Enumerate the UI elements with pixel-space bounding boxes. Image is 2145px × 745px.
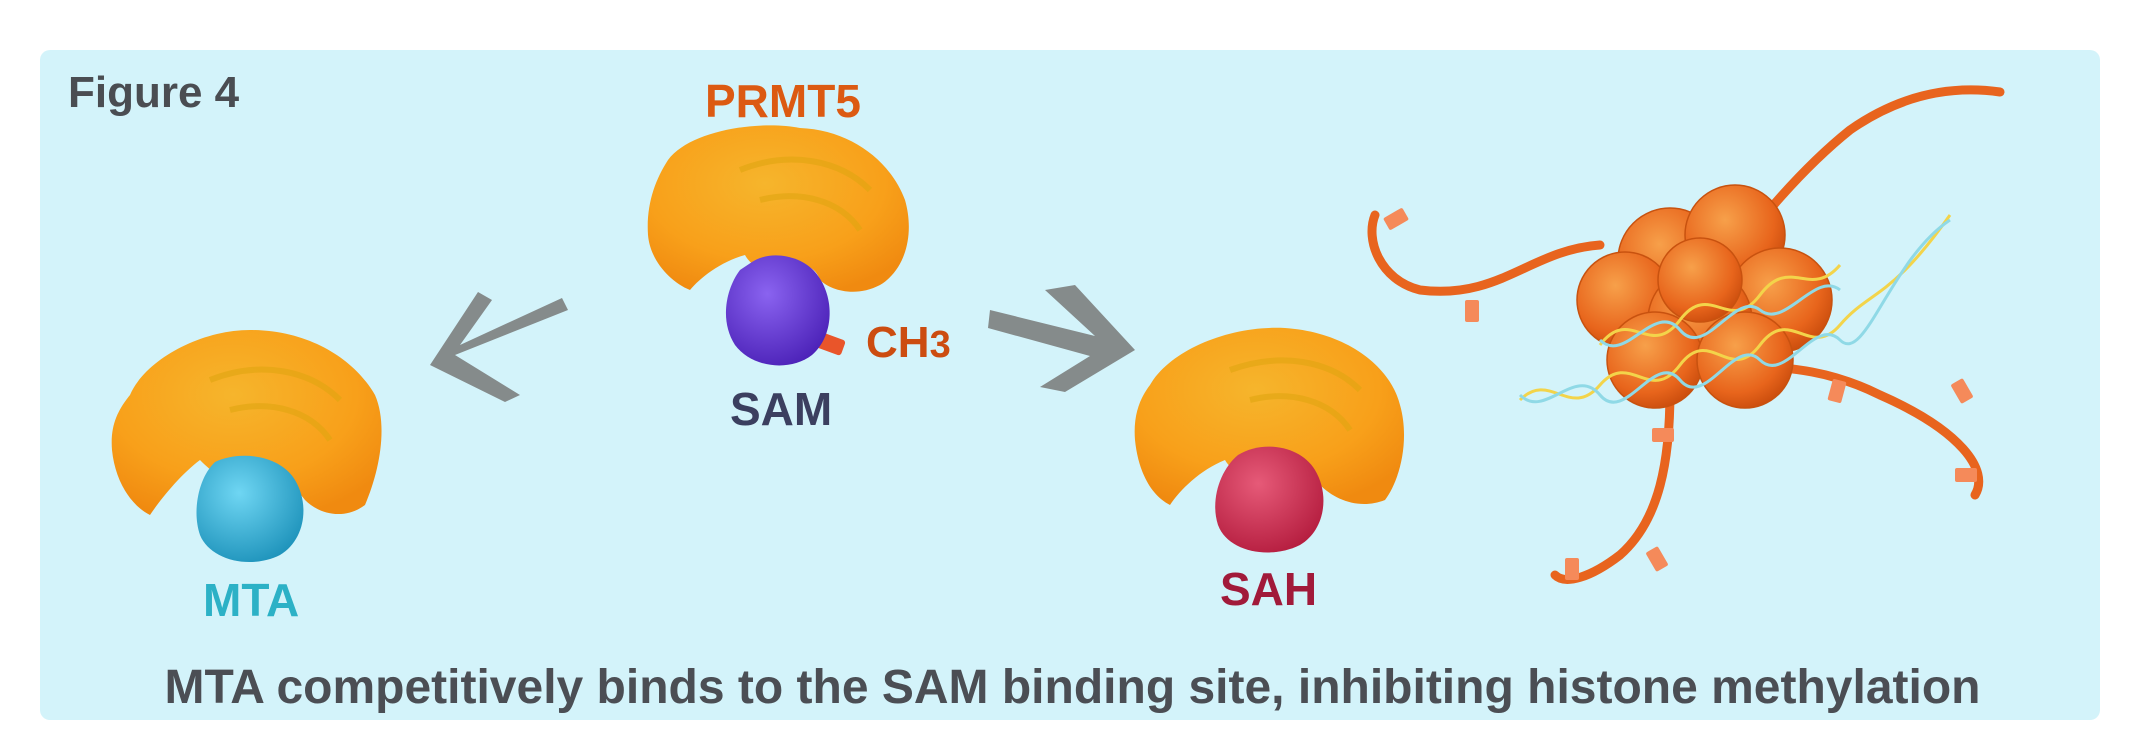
sah-label: SAH: [1220, 563, 1318, 615]
dna-strand: [1598, 284, 1841, 348]
prmt5-enzyme-shape: [647, 125, 909, 292]
histone-tail: [1367, 210, 1605, 296]
nucleosome: [1367, 85, 2005, 584]
dna-helix: [1518, 214, 1952, 404]
histone-bead: [1657, 237, 1743, 323]
enzyme-fold-shading: [1228, 357, 1363, 432]
methyl-group-text: CH: [866, 318, 930, 367]
histone-octamer: [1576, 184, 1833, 409]
sam-label: SAM: [730, 383, 833, 435]
sah-molecule: [1215, 446, 1324, 553]
prmt5-mta-complex: [111, 330, 382, 563]
methyl-mark: [1955, 468, 1977, 482]
mta-molecule: [196, 455, 304, 563]
figure-caption: MTA competitively binds to the SAM bindi…: [164, 661, 1981, 714]
left-arrow: [430, 292, 568, 402]
prmt5-sah-complex: [1134, 327, 1405, 553]
enzyme-fold-shading: [208, 366, 343, 442]
methyl-mark: [1646, 546, 1668, 572]
prmt5-enzyme-shape: [111, 330, 382, 515]
methyl-mark: [1827, 379, 1847, 403]
figure-title: Figure 4: [68, 68, 240, 117]
methyl-mark: [1465, 300, 1479, 322]
methyl-mark: [1652, 428, 1674, 442]
right-arrow: [988, 285, 1135, 392]
prmt5-sam-complex: [647, 125, 909, 366]
methyl-group-subscript: 3: [929, 324, 951, 366]
histone-bead: [1606, 311, 1704, 409]
histone-bead: [1696, 311, 1794, 409]
enzyme-fold-shading: [738, 156, 873, 232]
methylation-marks: [1383, 208, 1977, 580]
methyl-group-label: CH3: [866, 318, 951, 368]
dna-strand: [1518, 218, 1951, 404]
dna-strand: [1518, 214, 1952, 402]
mta-label: MTA: [203, 574, 300, 626]
sam-molecule: [725, 255, 830, 366]
methyl-mark: [1565, 558, 1579, 580]
methyl-mark: [1951, 378, 1973, 404]
prmt5-label: PRMT5: [705, 75, 861, 127]
methyl-mark: [1383, 208, 1409, 230]
arrow-to-sah: [988, 285, 1135, 392]
arrow-to-mta: [430, 292, 568, 402]
